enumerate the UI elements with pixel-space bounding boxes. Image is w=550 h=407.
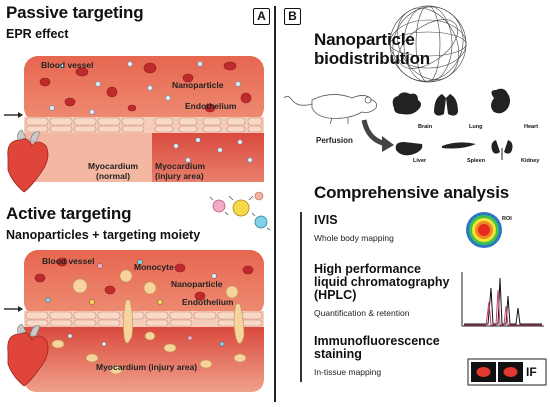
organ-label-brain: Brain: [418, 124, 433, 130]
globe-icon: [389, 5, 467, 83]
targeted-nanoparticle-icon: [228, 195, 254, 217]
hplc-chromatogram-icon: [461, 272, 544, 327]
brain-icon: [392, 92, 421, 115]
label-myocardium-normal: Myocardium (normal): [88, 161, 138, 181]
lung-icon: [434, 94, 458, 116]
ivis-heatmap-icon: [466, 212, 502, 248]
if-title: Immunofluorescence staining: [314, 335, 440, 361]
blood-vessel-lumen-active: [24, 250, 264, 316]
nanoparticles: [49, 61, 253, 163]
label-monocyte: Monocyte: [134, 262, 174, 272]
label-blood-vessel-passive: Blood vessel: [41, 60, 94, 70]
biodistribution-title: Nanoparticle biodistribution: [314, 30, 430, 68]
targeted-nanoparticle-icon: [209, 196, 229, 216]
organ-label-liver: Liver: [413, 158, 427, 164]
hplc-title-line1: High performance: [314, 262, 421, 276]
flow-arrow-passive: [4, 112, 23, 118]
label-endothelium-active: Endothelium: [182, 297, 234, 307]
heart-icon: [491, 88, 510, 114]
active-targeting-title: Active targeting: [6, 204, 132, 223]
hplc-title-line2: liquid chromatography: [314, 275, 450, 289]
active-targeting-illustration: [4, 250, 264, 392]
red-blood-cells: [39, 61, 252, 113]
label-myocardium-injury: Myocardium (injury area): [155, 161, 205, 181]
if-desc: In-tissue mapping: [314, 367, 382, 377]
flow-arrow-active: [4, 306, 23, 312]
roi-label: ROI: [502, 216, 512, 222]
spleen-icon: [442, 142, 476, 149]
if-badge: IF: [526, 365, 537, 379]
panel-a-badge: A: [253, 8, 270, 25]
biodistribution-title-line1: Nanoparticle: [314, 30, 415, 49]
label-nanoparticle-active: Nanoparticle: [171, 279, 223, 289]
red-blood-cells-active: [34, 257, 254, 301]
if-title-line2: staining: [314, 347, 362, 361]
curved-arrow-icon: [361, 119, 394, 152]
organ-label-spleen: Spleen: [467, 158, 486, 164]
organ-label-heart: Heart: [524, 124, 539, 130]
label-myocardium-injury-line1: Myocardium: [155, 161, 206, 171]
label-blood-vessel-active: Blood vessel: [42, 256, 95, 266]
if-title-line1: Immunofluorescence: [314, 334, 440, 348]
active-targeting-subtitle: Nanoparticles + targeting moiety: [6, 228, 201, 242]
passive-targeting-title: Passive targeting: [6, 3, 144, 22]
hplc-title-line3: (HPLC): [314, 288, 357, 302]
liver-icon: [395, 142, 423, 156]
passive-targeting-illustration: [4, 56, 264, 193]
label-endothelium-passive: Endothelium: [185, 101, 237, 111]
mouse-icon: [283, 94, 377, 125]
ivis-desc: Whole body mapping: [314, 233, 394, 243]
heart-illustration-passive: [7, 129, 49, 193]
epr-effect-subtitle: EPR effect: [6, 27, 69, 41]
analysis-timeline-line: [300, 212, 302, 382]
panel-b-badge: B: [284, 8, 301, 25]
label-myocardium-normal-line2: (normal): [96, 171, 131, 181]
endothelium-layer-active: [24, 311, 264, 327]
targeting-moiety-icons: [209, 191, 271, 231]
myocardium-injury-region-active: [24, 326, 264, 392]
label-myocardium-injury-active: Myocardium (injury area): [96, 362, 198, 372]
biodistribution-illustration: [283, 88, 513, 160]
ivis-title: IVIS: [314, 213, 338, 227]
hplc-desc: Quantification & retention: [314, 308, 410, 318]
perfusion-label: Perfusion: [316, 136, 353, 145]
targeted-nanoparticle-icon: [251, 212, 271, 231]
label-myocardium-normal-line1: Myocardium: [88, 161, 139, 171]
nanoparticles-active: [45, 259, 225, 347]
panel-divider: [274, 6, 276, 402]
organ-label-kidney: Kidney: [521, 158, 540, 164]
comprehensive-analysis-title: Comprehensive analysis: [314, 183, 509, 202]
endothelium-layer: [24, 117, 264, 133]
label-nanoparticle-passive: Nanoparticle: [172, 80, 224, 90]
label-myocardium-injury-line2: (injury area): [155, 171, 204, 181]
if-staining-icon: [467, 358, 547, 386]
heart-illustration-active: [7, 323, 49, 387]
kidney-icon: [491, 140, 513, 160]
organ-label-lung: Lung: [469, 124, 483, 130]
monocytes: [51, 269, 247, 375]
targeted-nanoparticle-icon: [254, 191, 264, 201]
biodistribution-title-line2: biodistribution: [314, 49, 430, 68]
hplc-title: High performance liquid chromatography (…: [314, 263, 449, 302]
